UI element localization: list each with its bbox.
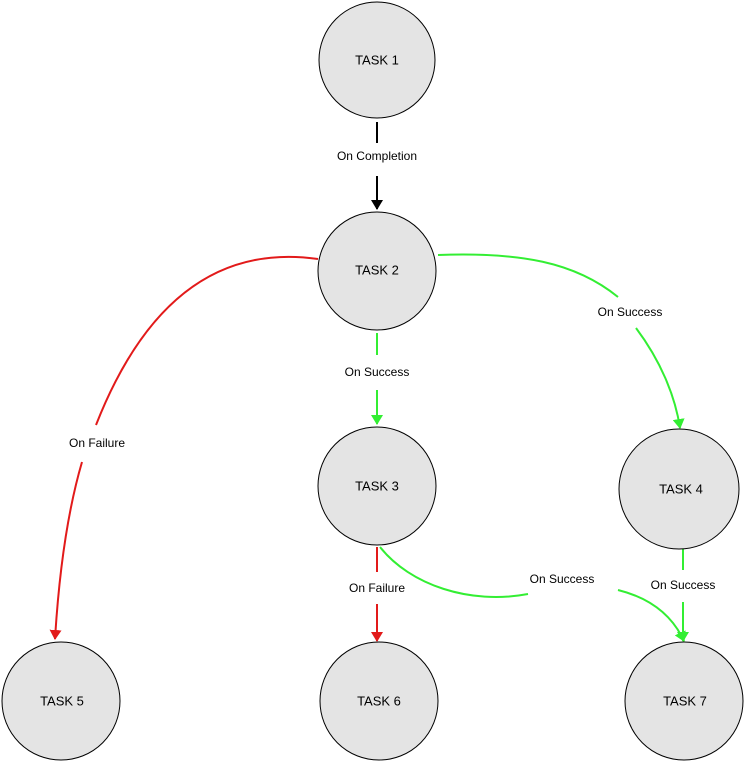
node-circle: [1, 641, 121, 761]
connector-arrow: [49, 461, 83, 640]
node-label: TASK 4: [659, 482, 703, 497]
node-label: TASK 7: [663, 694, 707, 709]
edge-task3-task7[interactable]: On Success: [379, 546, 686, 642]
connector-line: [437, 253, 619, 298]
node-task6[interactable]: TASK 6: [319, 641, 439, 761]
node-circle: [618, 428, 740, 550]
node-label: TASK 6: [357, 694, 401, 709]
edge-task3-task6[interactable]: On Failure: [349, 547, 405, 642]
edge-task2-task3[interactable]: On Success: [345, 333, 410, 425]
node-task4[interactable]: TASK 4: [618, 428, 740, 550]
node-label: TASK 1: [355, 53, 399, 68]
node-circle: [319, 641, 439, 761]
edge-label: On Failure: [69, 436, 125, 450]
connector-arrow: [617, 589, 686, 642]
edge-task2-task5[interactable]: On Failure: [49, 255, 319, 640]
connector-line: [379, 546, 529, 598]
edge-label: On Success: [345, 365, 410, 379]
node-task3[interactable]: TASK 3: [317, 426, 437, 546]
edges: On Completion On Failure On Success On S…: [49, 122, 716, 642]
node-label: TASK 5: [40, 694, 84, 709]
node-task2[interactable]: TASK 2: [317, 211, 437, 331]
edge-label: On Success: [598, 305, 663, 319]
connector-arrow: [635, 327, 685, 429]
node-circle: [624, 641, 744, 761]
edge-task4-task7[interactable]: On Success: [651, 549, 716, 642]
node-label: TASK 3: [355, 479, 399, 494]
edge-task2-task4[interactable]: On Success: [437, 253, 685, 429]
node-task1[interactable]: TASK 1: [318, 1, 436, 119]
connector-line: [95, 255, 319, 426]
edge-label: On Completion: [337, 149, 417, 163]
node-circle: [317, 426, 437, 546]
edge-task1-task2[interactable]: On Completion: [337, 122, 417, 210]
node-circle: [318, 1, 436, 119]
node-circle: [317, 211, 437, 331]
node-task7[interactable]: TASK 7: [624, 641, 744, 761]
edge-label: On Success: [530, 572, 595, 586]
edge-label: On Failure: [349, 581, 405, 595]
edge-label: On Success: [651, 578, 716, 592]
node-label: TASK 2: [355, 263, 399, 278]
node-task5[interactable]: TASK 5: [1, 641, 121, 761]
